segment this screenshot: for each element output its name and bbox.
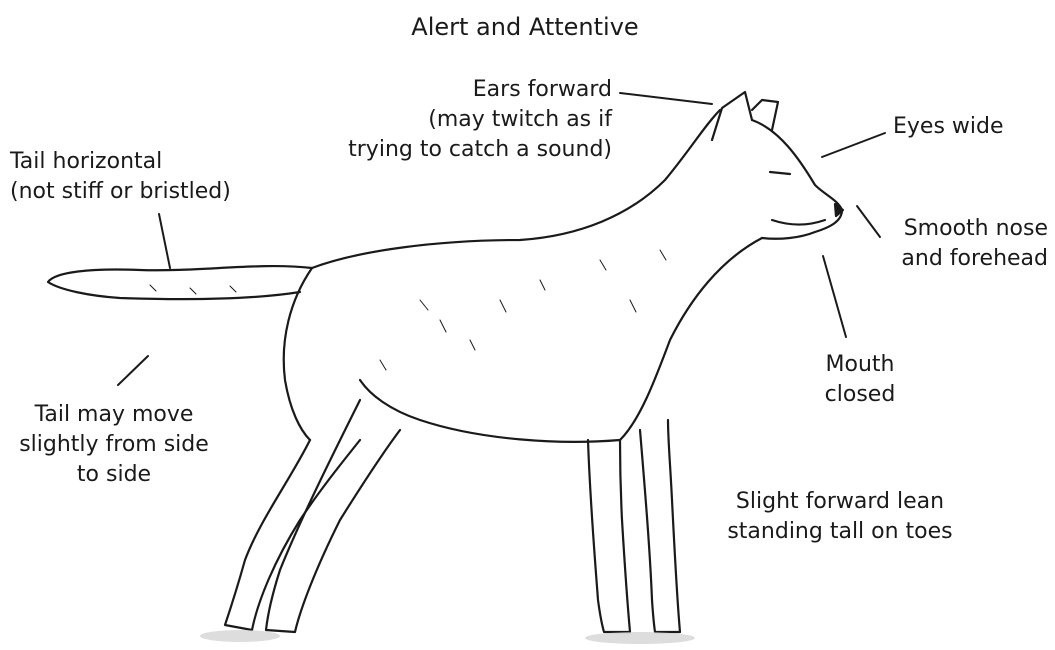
label-mouth-closed: Mouth closed <box>800 350 920 410</box>
label-eyes-wide: Eyes wide <box>893 112 1004 142</box>
dog-ear-left <box>712 92 752 140</box>
leader-tail <box>159 214 170 268</box>
label-smooth-nose: Smooth nose and forehead <box>860 214 1048 274</box>
leader-tail-move <box>118 356 148 385</box>
label-forward-lean: Slight forward lean standing tall on toe… <box>690 487 990 547</box>
leader-ears <box>620 93 712 104</box>
dog-front-leg-2 <box>640 420 680 632</box>
label-tail-may-move: Tail may move slightly from side to side <box>0 400 228 490</box>
dog-eye <box>770 172 790 174</box>
leader-mouth <box>823 256 846 337</box>
ground-shadow-front <box>585 632 695 644</box>
dog-head <box>752 120 842 239</box>
dog-chest <box>620 238 762 440</box>
ground-shadow-rear <box>200 630 280 642</box>
dog-rear-leg-2 <box>266 400 400 632</box>
diagram-title: Alert and Attentive <box>380 12 670 42</box>
dog-rear-leg-1 <box>225 440 360 630</box>
label-ears-forward: Ears forward (may twitch as if trying to… <box>300 75 612 165</box>
label-tail-horizontal: Tail horizontal (not stiff or bristled) <box>10 147 231 207</box>
dog-mouth <box>772 220 825 225</box>
leader-eyes <box>822 133 885 157</box>
dog-tail <box>48 266 312 299</box>
dog-front-leg-1 <box>588 440 630 632</box>
